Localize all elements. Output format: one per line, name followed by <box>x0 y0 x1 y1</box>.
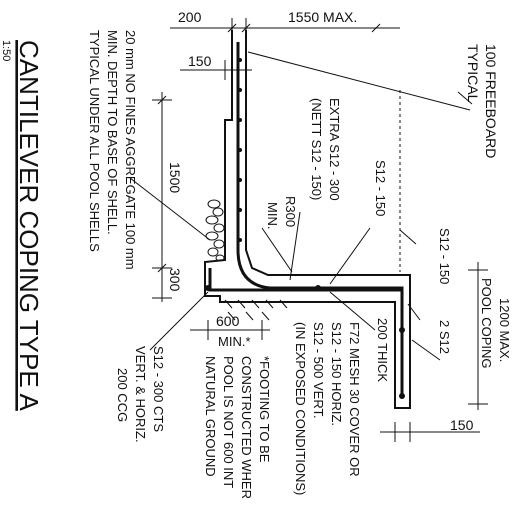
rebar-dots <box>205 58 405 399</box>
dim-300: 300 <box>167 268 183 292</box>
drawing-title: CANTILEVER COPING TYPE A <box>14 40 44 412</box>
ground-hatch <box>224 299 288 321</box>
footing-note-1: *FOOTING TO BE <box>257 356 272 463</box>
two-s12-label: 2 S12 <box>437 320 452 354</box>
aggregate-note-3: TYPICAL UNDER ALL POOL SHELLS <box>87 30 102 252</box>
mesh-note-1: F72 MESH 30 COVER OR <box>347 322 362 477</box>
pool-coping-label: POOL COPING <box>479 278 494 369</box>
extra-s12-note-1: EXTRA S12 - 300 <box>327 98 342 201</box>
mesh-note-2: S12 - 150 HORIZ. <box>329 322 344 426</box>
r300-note-2: MIN. <box>265 202 280 229</box>
footing-note-2: CONSTRUCTED WHER <box>239 356 254 499</box>
dim-1550: 1550 MAX. <box>288 9 357 25</box>
drawing-scale: 1:50 <box>0 40 12 61</box>
extra-s12-note-2: (NETT S12 - 150) <box>309 98 324 200</box>
s12-150-label-b: S12 - 150 <box>437 228 452 284</box>
aggregate-pebbles <box>205 199 225 262</box>
dim-200: 200 <box>178 9 202 25</box>
leader-lines <box>129 177 441 361</box>
dim-600-min: MIN.* <box>218 334 251 349</box>
footing-note-4: NATURAL GROUND <box>203 356 218 477</box>
dim-1500: 1500 <box>167 162 183 193</box>
mesh-note-3: S12 - 500 VERT. <box>311 322 326 419</box>
s12-300-cts-1: S12 - 300 CTS <box>151 346 166 432</box>
labels: CANTILEVER COPING TYPE A 1:50 20 mm NO F… <box>0 9 512 499</box>
dim-600: 600 <box>216 313 240 329</box>
footing-note-3: POOL IS NOT 600 INT <box>221 356 236 488</box>
aggregate-note-1: 20 mm NO FINES AGGREGATE 100 mm <box>123 30 138 270</box>
s12-150-label-a: S12 - 150 <box>373 160 388 216</box>
freeboard-note-2: TYPICAL <box>465 44 481 103</box>
dimension-lines <box>152 18 488 442</box>
mesh-note-4: (IN EXPOSED CONDITIONS) <box>293 322 308 495</box>
wall-shell-outline <box>204 30 411 409</box>
freeboard-note-1: 100 FREEBOARD <box>483 44 499 158</box>
aggregate-note-2: MIN. DEPTH TO BASE OF SHELL. <box>105 30 120 235</box>
dim-1200: 1200 MAX. <box>497 298 512 362</box>
dim-150-top: 150 <box>188 53 212 69</box>
freeboard-lines <box>247 51 471 272</box>
s12-300-cts-3: 200 CCG <box>115 368 130 422</box>
dim-150-bottom: 150 <box>450 417 474 433</box>
s12-300-cts-2: VERT. & HORIZ. <box>133 346 148 443</box>
thick-label: 200 THICK <box>375 318 390 382</box>
r300-note-1: R300 <box>283 196 298 227</box>
